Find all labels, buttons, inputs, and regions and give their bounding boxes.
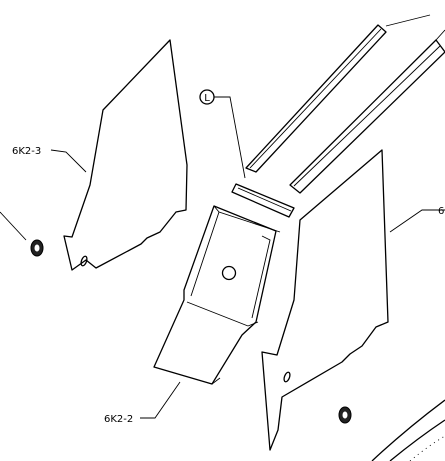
leader-callout xyxy=(214,96,246,179)
leader-right-panel xyxy=(389,209,445,233)
leader-center-part xyxy=(140,381,181,419)
nut-right xyxy=(338,406,352,424)
leader-left-panel xyxy=(50,149,87,173)
label-right-panel: 6 xyxy=(438,206,444,217)
label-6k2-3: 6K2-3 xyxy=(12,146,41,157)
callout-l: L xyxy=(199,89,246,179)
strip-piece xyxy=(231,183,295,218)
mounting-hole xyxy=(283,371,291,383)
left-panel-6k2-3 xyxy=(63,39,188,271)
center-part-6k2-2 xyxy=(153,205,281,385)
mounting-hole xyxy=(80,255,88,267)
angle-channel-lower xyxy=(289,39,445,194)
leader-channel-upper xyxy=(385,14,431,27)
right-panel xyxy=(261,149,389,451)
curved-frame xyxy=(371,399,445,461)
label-callout-l: L xyxy=(204,93,210,104)
leader-channel-lower xyxy=(435,29,445,41)
center-hole xyxy=(221,265,237,281)
angle-channel-upper xyxy=(245,24,387,173)
nut-left xyxy=(0,211,44,257)
label-6k2-2: 6K2-2 xyxy=(104,414,133,425)
